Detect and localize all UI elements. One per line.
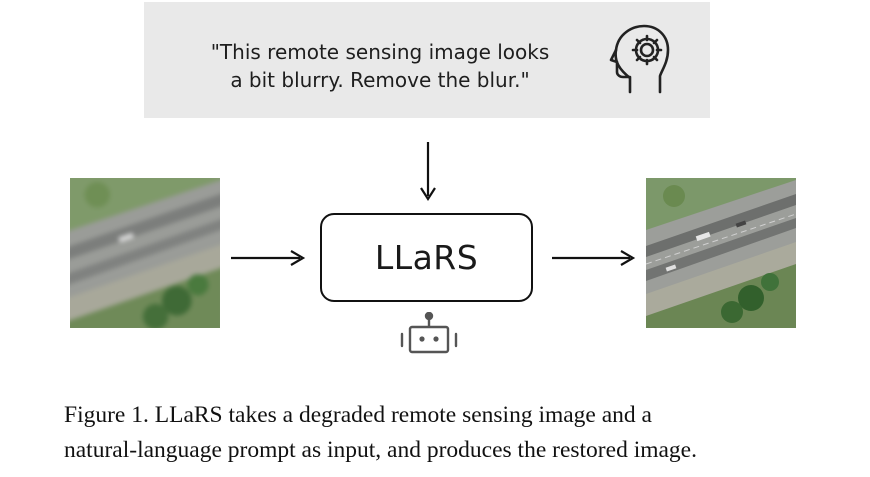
model-name: LLaRS: [374, 238, 479, 277]
prompt-line-1: "This remote sensing image looks: [210, 40, 550, 64]
figure-caption: Figure 1. LLaRS takes a degraded remote …: [64, 398, 808, 468]
robot-icon: [400, 312, 458, 354]
degraded-image: [70, 178, 220, 328]
prompt-line-2: a bit blurry. Remove the blur.": [230, 68, 530, 92]
caption-line-2: natural-language prompt as input, and pr…: [64, 437, 697, 463]
human-head-gear-icon: [609, 24, 670, 94]
caption-line-1: Figure 1. LLaRS takes a degraded remote …: [64, 402, 652, 428]
prompt-box: "This remote sensing image looks a bit b…: [144, 2, 710, 118]
model-box: LLaRS: [320, 213, 533, 302]
restored-image: [646, 178, 796, 328]
prompt-text: "This remote sensing image looks a bit b…: [180, 38, 580, 94]
